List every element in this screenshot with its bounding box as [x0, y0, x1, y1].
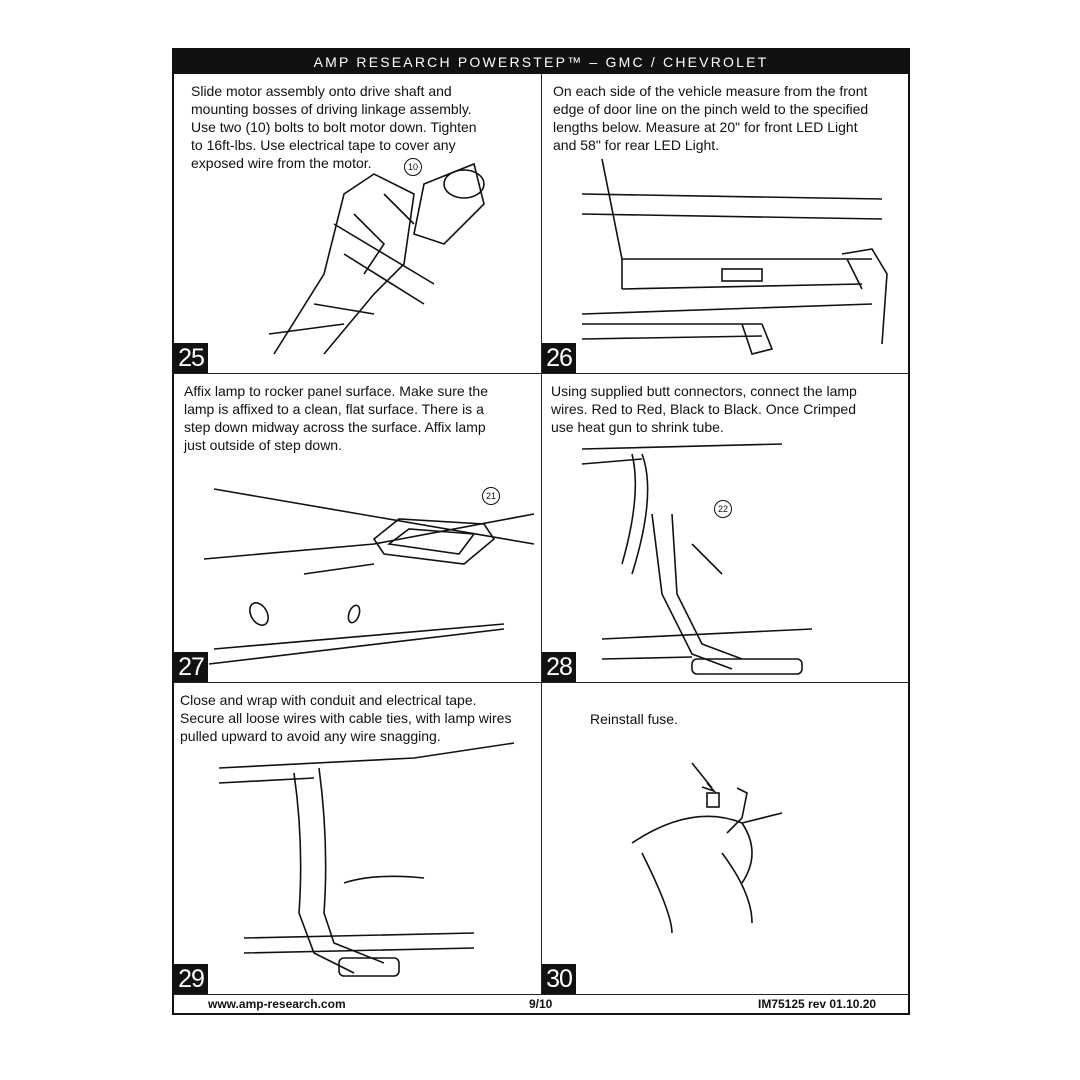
- step-number: 25: [174, 343, 208, 373]
- step-29-text: Close and wrap with conduit and electric…: [180, 691, 511, 745]
- footer-page-number: 9/10: [529, 997, 553, 1011]
- step-26-panel: On each side of the vehicle measure from…: [542, 74, 908, 374]
- text-line: to 16ft-lbs. Use electrical tape to cove…: [191, 137, 456, 153]
- text-line: On each side of the vehicle measure from…: [553, 83, 868, 99]
- step-29-panel: Close and wrap with conduit and electric…: [174, 683, 542, 995]
- step-25-panel: 10 Slide motor assembly onto drive shaft…: [174, 74, 542, 374]
- step-number: 27: [174, 652, 208, 682]
- page-footer: www.amp-research.com 9/10 IM75125 rev 01…: [174, 995, 908, 1013]
- instruction-page: AMP RESEARCH POWERSTEP™ – GMC / CHEVROLE…: [172, 48, 910, 1015]
- text-line: Reinstall fuse.: [590, 711, 678, 727]
- text-line: Affix lamp to rocker panel surface. Make…: [184, 383, 488, 399]
- text-line: and 58" for rear LED Light.: [553, 137, 720, 153]
- text-line: lamp is affixed to a clean, flat surface…: [184, 401, 484, 417]
- text-line: pulled upward to avoid any wire snagging…: [180, 728, 441, 744]
- step-28-panel: 22 Using supplied butt connectors, conne…: [542, 374, 908, 683]
- step-26-text: On each side of the vehicle measure from…: [553, 82, 868, 154]
- text-line: step down midway across the surface. Aff…: [184, 419, 486, 435]
- step-number: 26: [542, 343, 576, 373]
- footer-document-id: IM75125 rev 01.10.20: [758, 997, 877, 1011]
- vehicle-measure-illustration: [581, 158, 888, 355]
- text-line: wires. Red to Red, Black to Black. Once …: [551, 401, 857, 417]
- motor-assembly-illustration: [268, 162, 485, 355]
- text-line: Secure all loose wires with cable ties, …: [180, 710, 512, 726]
- text-line: use heat gun to shrink tube.: [551, 419, 724, 435]
- butt-connector-illustration: [581, 443, 813, 675]
- conduit-wrap-illustration: [218, 742, 515, 977]
- callout-22: 22: [714, 500, 732, 518]
- rocker-panel-lamp-illustration: [203, 488, 535, 665]
- text-line: Slide motor assembly onto drive shaft an…: [191, 83, 452, 99]
- step-number: 28: [542, 652, 576, 682]
- text-line: Using supplied butt connectors, connect …: [551, 383, 857, 399]
- text-line: Close and wrap with conduit and electric…: [180, 692, 477, 708]
- reinstall-fuse-illustration: [631, 762, 783, 934]
- step-25-text: Slide motor assembly onto drive shaft an…: [191, 82, 477, 172]
- step-30-panel: Reinstall fuse. 30: [542, 683, 908, 995]
- text-line: mounting bosses of driving linkage assem…: [191, 101, 472, 117]
- step-30-text: Reinstall fuse.: [590, 710, 678, 728]
- text-line: Use two (10) bolts to bolt motor down. T…: [191, 119, 477, 135]
- text-line: edge of door line on the pinch weld to t…: [553, 101, 869, 117]
- callout-21: 21: [482, 487, 500, 505]
- footer-website: www.amp-research.com: [208, 997, 346, 1011]
- step-number: 29: [174, 964, 208, 994]
- callout-10: 10: [404, 158, 422, 176]
- step-27-text: Affix lamp to rocker panel surface. Make…: [184, 382, 488, 454]
- step-27-panel: 21 Affix lamp to rocker panel surface. M…: [174, 374, 542, 683]
- page-header: AMP RESEARCH POWERSTEP™ – GMC / CHEVROLE…: [174, 50, 908, 74]
- text-line: just outside of step down.: [184, 437, 342, 453]
- text-line: lengths below. Measure at 20" for front …: [553, 119, 858, 135]
- step-number: 30: [542, 964, 576, 994]
- step-28-text: Using supplied butt connectors, connect …: [551, 382, 857, 436]
- text-line: exposed wire from the motor.: [191, 155, 372, 171]
